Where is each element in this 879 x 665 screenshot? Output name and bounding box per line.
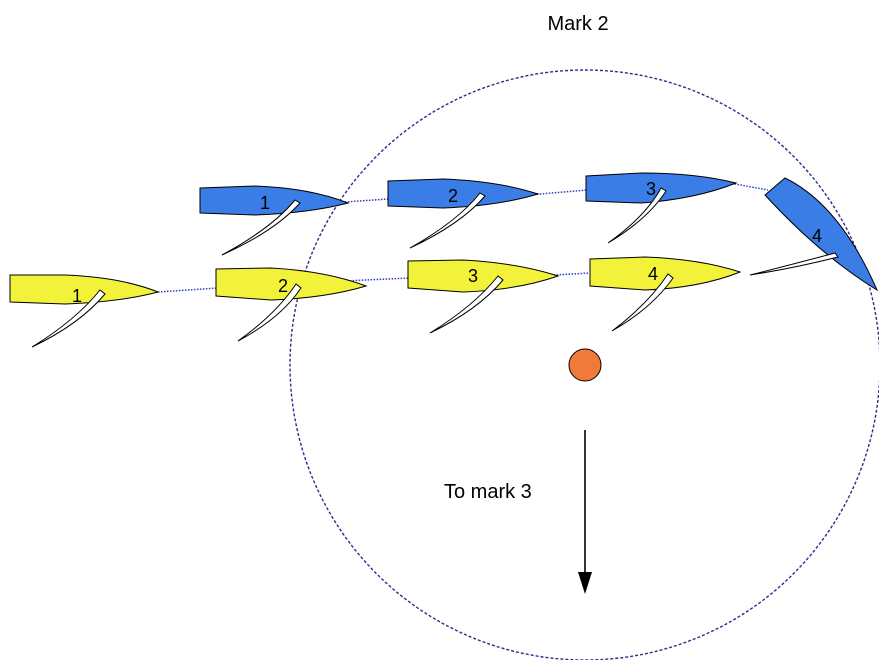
blue-boat-track <box>344 183 769 203</box>
yellow-boat-3-label: 3 <box>468 266 478 286</box>
blue-boat-2-label: 2 <box>448 186 458 206</box>
yellow-boat-3: 3 <box>407 259 560 334</box>
blue-boat-2: 2 <box>387 178 540 249</box>
yellow-boat-2-label: 2 <box>278 276 288 296</box>
yellow-boat-1: 1 <box>9 274 160 348</box>
blue-boat-4-label: 4 <box>812 226 822 246</box>
yellow-boat-4-label: 4 <box>648 264 658 284</box>
blue-boat-3: 3 <box>585 172 738 244</box>
direction-arrowhead <box>578 572 592 594</box>
mark-2-buoy <box>568 348 602 382</box>
mark-zone-circle <box>289 69 879 661</box>
blue-boat-1-label: 1 <box>260 193 270 213</box>
yellow-boat-1-label: 1 <box>72 286 82 306</box>
mark-title: Mark 2 <box>547 13 608 35</box>
blue-boat-3-label: 3 <box>646 179 656 199</box>
direction-label: To mark 3 <box>444 481 532 503</box>
yellow-boat-track <box>157 272 591 293</box>
yellow-boat-4: 4 <box>589 256 742 332</box>
yellow-boat-2: 2 <box>215 267 368 342</box>
blue-boat-4: 4 <box>749 177 879 292</box>
blue-boat-1: 1 <box>199 185 350 256</box>
